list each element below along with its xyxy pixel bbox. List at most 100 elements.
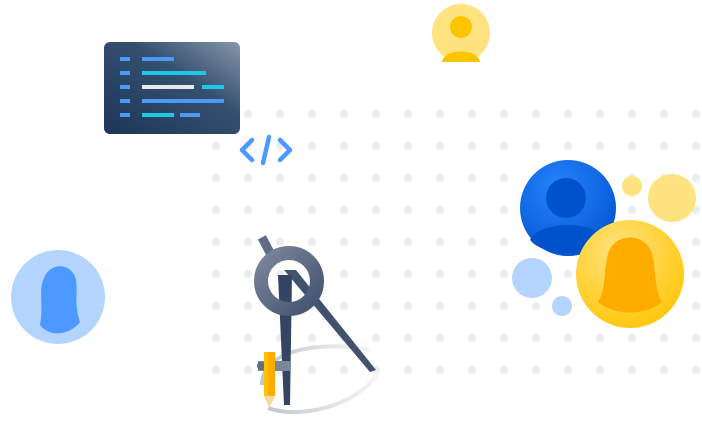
grid-dot [500, 334, 508, 342]
grid-dot [276, 110, 284, 118]
grid-dot [468, 206, 476, 214]
grid-dot [372, 302, 380, 310]
grid-dot [244, 302, 252, 310]
grid-dot [340, 110, 348, 118]
code-brackets-icon [239, 134, 293, 166]
grid-dot [564, 142, 572, 150]
grid-dot [212, 270, 220, 278]
grid-dot [660, 366, 668, 374]
grid-dot [308, 334, 316, 342]
grid-dot [436, 110, 444, 118]
grid-dot [468, 270, 476, 278]
grid-dot [372, 110, 380, 118]
grid-dot [212, 174, 220, 182]
grid-dot [404, 302, 412, 310]
grid-dot [500, 366, 508, 374]
grid-dot [532, 366, 540, 374]
grid-dot [660, 110, 668, 118]
grid-dot [532, 334, 540, 342]
grid-dot [436, 334, 444, 342]
compass-icon [254, 235, 380, 415]
grid-dot [564, 110, 572, 118]
grid-dot [628, 110, 636, 118]
avatar-icon [11, 250, 105, 344]
decorative-bubble [648, 174, 696, 222]
grid-dot [468, 174, 476, 182]
grid-dot [436, 174, 444, 182]
grid-dot [692, 174, 700, 182]
grid-dot [276, 238, 284, 246]
grid-dot [340, 142, 348, 150]
grid-dot [692, 302, 700, 310]
avatar-icon [520, 160, 616, 256]
grid-dot [244, 270, 252, 278]
grid-dot [468, 366, 476, 374]
grid-dot [500, 206, 508, 214]
grid-dot [244, 334, 252, 342]
grid-dot [436, 302, 444, 310]
grid-dot [596, 334, 604, 342]
grid-dot [308, 238, 316, 246]
grid-dot [596, 142, 604, 150]
grid-dot [308, 110, 316, 118]
grid-dot [692, 206, 700, 214]
grid-dot [692, 142, 700, 150]
grid-dot [372, 174, 380, 182]
grid-dot [692, 270, 700, 278]
grid-dot [564, 334, 572, 342]
grid-dot [468, 142, 476, 150]
grid-dot [340, 366, 348, 374]
grid-dot [212, 142, 220, 150]
grid-dot [628, 366, 636, 374]
grid-dot [404, 110, 412, 118]
grid-dot [244, 366, 252, 374]
decorative-bubble [512, 258, 552, 298]
grid-dot [404, 270, 412, 278]
grid-dot [532, 302, 540, 310]
grid-dot [500, 174, 508, 182]
grid-dot [372, 238, 380, 246]
grid-dot [436, 142, 444, 150]
grid-dot [276, 174, 284, 182]
grid-dot [244, 110, 252, 118]
grid-dot [212, 206, 220, 214]
grid-dot [404, 206, 412, 214]
grid-dot [596, 366, 604, 374]
grid-dot [340, 238, 348, 246]
grid-dot [468, 334, 476, 342]
grid-dot [372, 270, 380, 278]
grid-dot [564, 366, 572, 374]
grid-dot [692, 366, 700, 374]
grid-dot [500, 270, 508, 278]
grid-dot [244, 238, 252, 246]
grid-dot [468, 302, 476, 310]
grid-dot [340, 174, 348, 182]
grid-dot [404, 174, 412, 182]
grid-dot [532, 142, 540, 150]
avatar-icon [576, 220, 684, 328]
grid-dot [212, 238, 220, 246]
grid-dot [500, 142, 508, 150]
grid-dot [660, 334, 668, 342]
grid-dot [212, 302, 220, 310]
grid-dot [244, 174, 252, 182]
grid-dot [436, 238, 444, 246]
grid-dot [308, 174, 316, 182]
grid-dot [372, 142, 380, 150]
grid-dot [308, 142, 316, 150]
grid-dot [692, 334, 700, 342]
grid-dot [340, 302, 348, 310]
code-window-icon [104, 42, 240, 134]
grid-dot [404, 238, 412, 246]
grid-dot [340, 270, 348, 278]
grid-dot [564, 270, 572, 278]
grid-dot [692, 110, 700, 118]
grid-dot [308, 206, 316, 214]
grid-dot [532, 110, 540, 118]
grid-dot [628, 206, 636, 214]
grid-dot [372, 206, 380, 214]
grid-dot [596, 110, 604, 118]
decorative-bubble [552, 296, 572, 316]
grid-dot [500, 238, 508, 246]
